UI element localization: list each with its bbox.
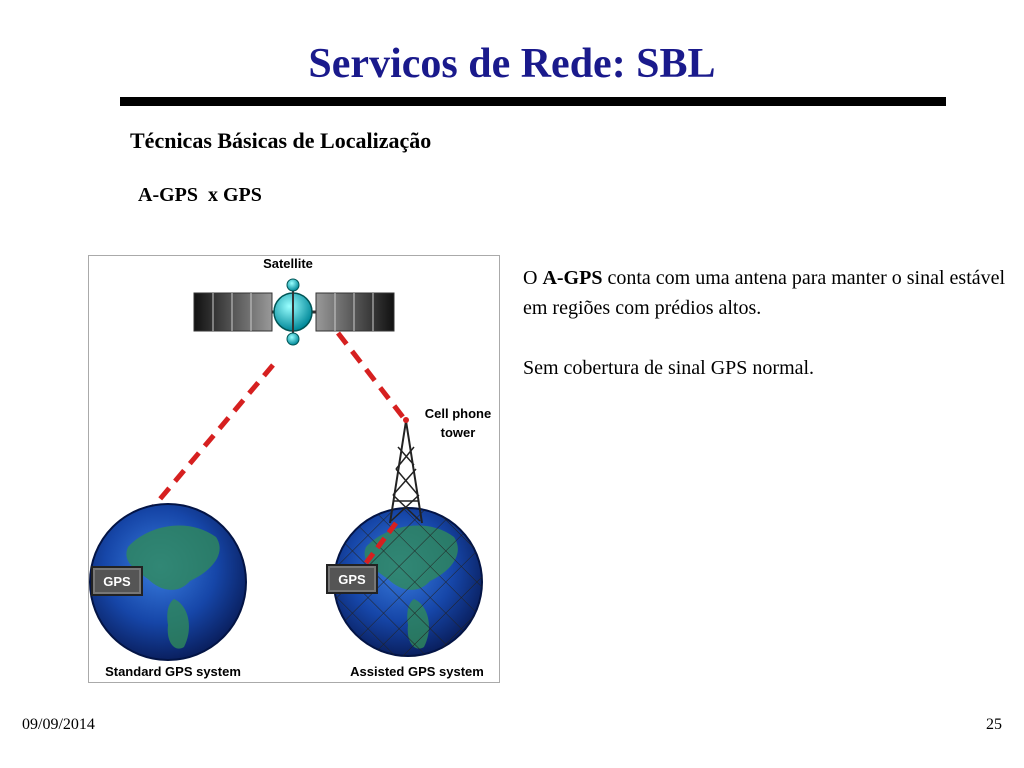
satellite-icon — [193, 278, 395, 346]
signal-line-tower — [336, 331, 408, 423]
satellite-label: Satellite — [263, 256, 313, 271]
agps-vs-gps-diagram: Satellite Cell phone tower — [88, 255, 500, 683]
svg-text:GPS: GPS — [103, 574, 131, 589]
cell-tower-icon — [389, 417, 423, 524]
body-text: O A-GPS conta com uma antena para manter… — [523, 263, 1018, 383]
tower-label-line2: tower — [441, 425, 476, 440]
title-divider — [120, 97, 946, 106]
p1-bold-term: A-GPS — [542, 267, 603, 289]
caption-standard-gps: Standard GPS system — [105, 664, 241, 679]
svg-text:GPS: GPS — [338, 572, 366, 587]
p1-rest: conta com uma antena para manter o sinal… — [523, 267, 1006, 319]
footer-date: 09/09/2014 — [22, 716, 95, 733]
globe-assisted-icon — [333, 507, 483, 657]
paragraph-no-coverage: Sem cobertura de sinal GPS normal. — [523, 357, 815, 379]
diagram-svg: Satellite Cell phone tower — [88, 255, 500, 683]
tower-label-line1: Cell phone — [425, 406, 491, 421]
gps-badge-assisted: GPS — [326, 564, 378, 594]
caption-assisted-gps: Assisted GPS system — [350, 664, 484, 679]
p1-prefix: O — [523, 267, 543, 289]
section-heading: A-GPS x GPS — [138, 184, 262, 206]
slide-title: Servicos de Rede: SBL — [308, 41, 716, 87]
globe-standard-icon — [89, 503, 247, 661]
page-number: 25 — [986, 716, 1002, 733]
gps-badge-standard: GPS — [91, 566, 143, 596]
slide-subtitle: Técnicas Básicas de Localização — [130, 128, 432, 153]
paragraph-agps: O A-GPS conta com uma antena para manter… — [523, 263, 1018, 323]
signal-line-assisted — [358, 521, 398, 573]
